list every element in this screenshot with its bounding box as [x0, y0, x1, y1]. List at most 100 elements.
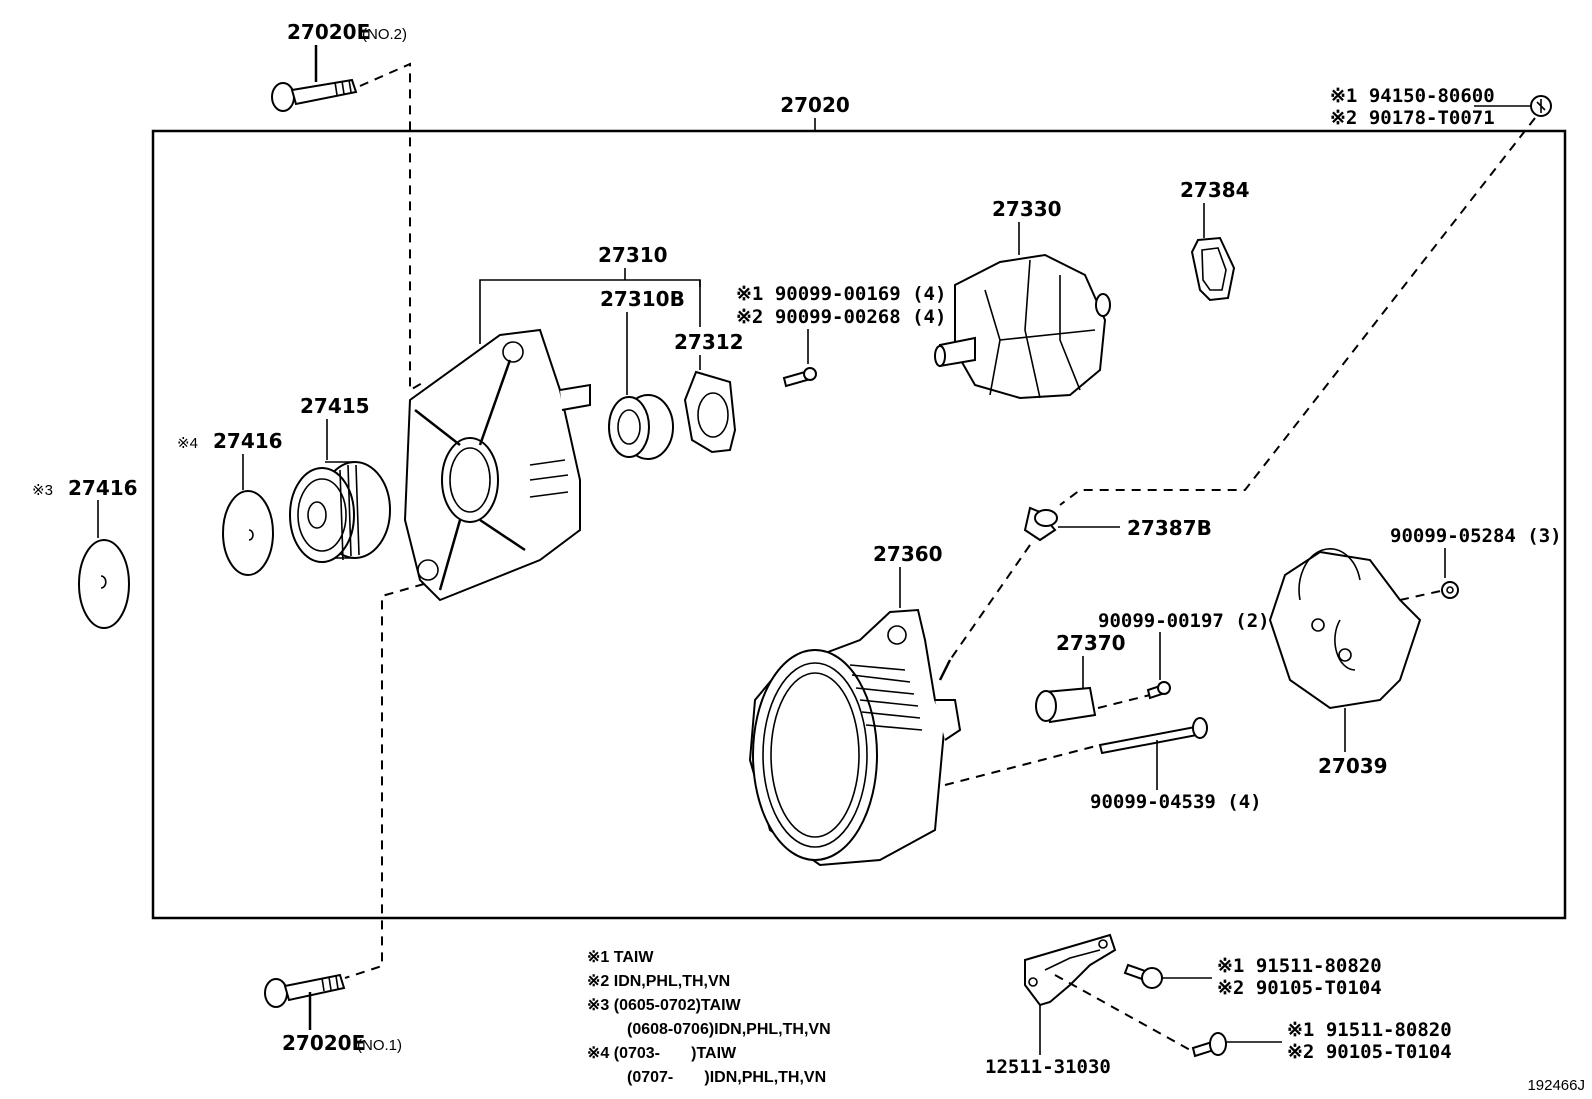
bolt-shank — [283, 973, 346, 1002]
rear-cover[interactable]: 27039 — [1268, 548, 1446, 778]
rear-cover-part-number[interactable]: 27039 — [1318, 754, 1388, 778]
bracket-bolt-lower[interactable]: ※1 91511-80820 ※2 90105-T0104 — [1191, 1019, 1452, 1063]
bolt-no2-suffix: (NO.2) — [362, 26, 407, 43]
brush-screw-part-number[interactable]: 90099-00197 (2) — [1098, 610, 1270, 632]
pulley-part-number[interactable]: 27415 — [300, 394, 370, 418]
pulley[interactable]: 27415 — [289, 394, 391, 563]
bearing-retainer[interactable]: 27312 — [674, 330, 744, 454]
drive-end-frame-group[interactable]: 27310 — [403, 243, 701, 602]
bolt-head — [271, 82, 295, 112]
through-bolts[interactable]: 90099-04539 (4) — [1090, 717, 1262, 813]
assembly-dash-line — [359, 62, 425, 392]
note-4: ※4 (0703- )TAIW — [587, 1045, 737, 1062]
brush-holder-part-number[interactable]: 27370 — [1056, 631, 1126, 655]
svg-text:※2 90105-T0104: ※2 90105-T0104 — [1287, 1041, 1452, 1063]
cover-nut-part-number[interactable]: 90099-05284 (3) — [1390, 525, 1562, 547]
bracket-bolt-upper[interactable]: ※1 91511-80820 ※2 90105-T0104 — [1123, 955, 1382, 999]
rotor-part-number[interactable]: 27330 — [992, 197, 1062, 221]
assembly-boundary — [151, 129, 1567, 920]
bearing[interactable]: 27310B — [600, 287, 685, 460]
bolt-no1-part-number[interactable]: 27020E — [282, 1031, 365, 1055]
screw-part-number-2: 90099-00268 (4) — [775, 306, 947, 328]
bolt-no1-suffix: (NO.1) — [357, 1037, 402, 1054]
through-bolt-icon — [1098, 725, 1199, 755]
rectifier-end-frame[interactable]: 27360 — [748, 542, 1101, 867]
assembly-dash-line — [949, 544, 1031, 661]
bolt-shank — [290, 78, 358, 106]
cap3-part-number[interactable]: 27416 — [68, 476, 138, 500]
terminal-insulator-part-number[interactable]: 27387B — [1127, 516, 1212, 540]
svg-text:※2 90099-00268 (4): ※2 90099-00268 (4) — [736, 306, 946, 328]
footnotes: ※1 TAIW ※2 IDN,PHL,TH,VN ※3 (0605-0702)T… — [587, 949, 831, 1086]
bolt-thread — [334, 79, 352, 96]
frame-bearing-bore — [441, 437, 499, 523]
stator-frame-part-number[interactable]: 27360 — [873, 542, 943, 566]
through-bolt-part-number[interactable]: 90099-04539 (4) — [1090, 791, 1262, 813]
mark-2: ※2 — [1287, 1041, 1314, 1063]
bolt-no1[interactable]: 27020E (NO.1) — [264, 583, 425, 1055]
cap-icon — [222, 490, 274, 576]
frame-screws[interactable]: ※1 90099-00169 (4) ※2 90099-00268 (4) — [736, 283, 946, 388]
assembly-dash-line — [1054, 974, 1191, 1051]
bracket-leader — [479, 279, 701, 344]
rotor[interactable]: 27330 — [934, 197, 1111, 400]
insulator[interactable]: 27384 — [1180, 178, 1250, 302]
pulley-cap-3[interactable]: ※3 27416 — [32, 476, 138, 629]
nut-part-number-1: 94150-80600 — [1369, 85, 1495, 107]
insulator-part-number[interactable]: 27384 — [1180, 178, 1250, 202]
assembly-part-number[interactable]: 27020 — [780, 93, 850, 117]
mark-2: ※2 — [1330, 107, 1357, 129]
nut-part-number-2: 90178-T0071 — [1369, 107, 1495, 129]
brush-holder[interactable]: 27370 — [1035, 631, 1151, 724]
note-3: ※3 (0605-0702)TAIW — [587, 997, 742, 1014]
stator-ring — [752, 649, 878, 861]
rear-cover-icon — [1268, 550, 1422, 710]
illustration-reference-code: 192466J — [1527, 1077, 1585, 1094]
retainer-part-number[interactable]: 27312 — [674, 330, 744, 354]
cover-nuts[interactable]: 90099-05284 (3) — [1390, 525, 1562, 599]
svg-text:※1 94150-80600: ※1 94150-80600 — [1330, 85, 1495, 107]
mark-4: ※4 — [177, 435, 198, 452]
bolt-thread — [321, 975, 339, 992]
mark-2: ※2 — [736, 306, 763, 328]
bracket[interactable]: 12511-31030 — [985, 933, 1191, 1078]
note-2: ※2 IDN,PHL,TH,VN — [587, 973, 730, 990]
bolt-upper-part-number-1: 91511-80820 — [1256, 955, 1382, 977]
nut-icon — [1441, 581, 1459, 599]
mark-1: ※1 — [736, 283, 763, 305]
cap-icon — [78, 539, 130, 629]
rotor-body — [954, 253, 1107, 400]
pulley-icon — [289, 467, 355, 563]
note-3b: (0608-0706)IDN,PHL,TH,VN — [627, 1021, 831, 1038]
cap4-part-number[interactable]: 27416 — [213, 429, 283, 453]
bolt-lower-part-number-1: 91511-80820 — [1326, 1019, 1452, 1041]
bolt-head — [264, 978, 288, 1008]
bearing-part-number[interactable]: 27310B — [600, 287, 685, 311]
bolt-no2-part-number[interactable]: 27020E — [287, 20, 370, 44]
svg-text:※1 91511-80820: ※1 91511-80820 — [1217, 955, 1382, 977]
bolt-lower-part-number-2: 90105-T0104 — [1326, 1041, 1452, 1063]
bracket-part-number[interactable]: 12511-31030 — [985, 1056, 1111, 1078]
svg-text:※2 90178-T0071: ※2 90178-T0071 — [1330, 107, 1495, 129]
nut-top[interactable]: ※1 94150-80600 ※2 90178-T0071 — [1059, 85, 1552, 506]
frame-part-number[interactable]: 27310 — [598, 243, 668, 267]
terminal-insulator[interactable]: 27387B — [949, 506, 1212, 661]
bracket-icon — [1024, 933, 1117, 1007]
bolt-upper-part-number-2: 90105-T0104 — [1256, 977, 1382, 999]
mark-3: ※3 — [32, 482, 53, 499]
bolt-no2[interactable]: 27020E (NO.2) — [271, 20, 425, 392]
mark-2: ※2 — [1217, 977, 1244, 999]
svg-text:※1 91511-80820: ※1 91511-80820 — [1287, 1019, 1452, 1041]
assembly-dash-line — [1059, 117, 1536, 506]
bearing-icon — [608, 396, 650, 458]
svg-text:※1 90099-00169 (4): ※1 90099-00169 (4) — [736, 283, 946, 305]
screw-part-number-1: 90099-00169 (4) — [775, 283, 947, 305]
svg-text:※2 90105-T0104: ※2 90105-T0104 — [1217, 977, 1382, 999]
assembly-dash-line — [944, 744, 1101, 786]
pulley-cap-4[interactable]: ※4 27416 — [177, 429, 283, 576]
mark-1: ※1 — [1287, 1019, 1314, 1041]
brush-holder-screws[interactable]: 90099-00197 (2) — [1098, 610, 1270, 700]
note-4b: (0707- )IDN,PHL,TH,VN — [627, 1069, 826, 1086]
mark-1: ※1 — [1217, 955, 1244, 977]
